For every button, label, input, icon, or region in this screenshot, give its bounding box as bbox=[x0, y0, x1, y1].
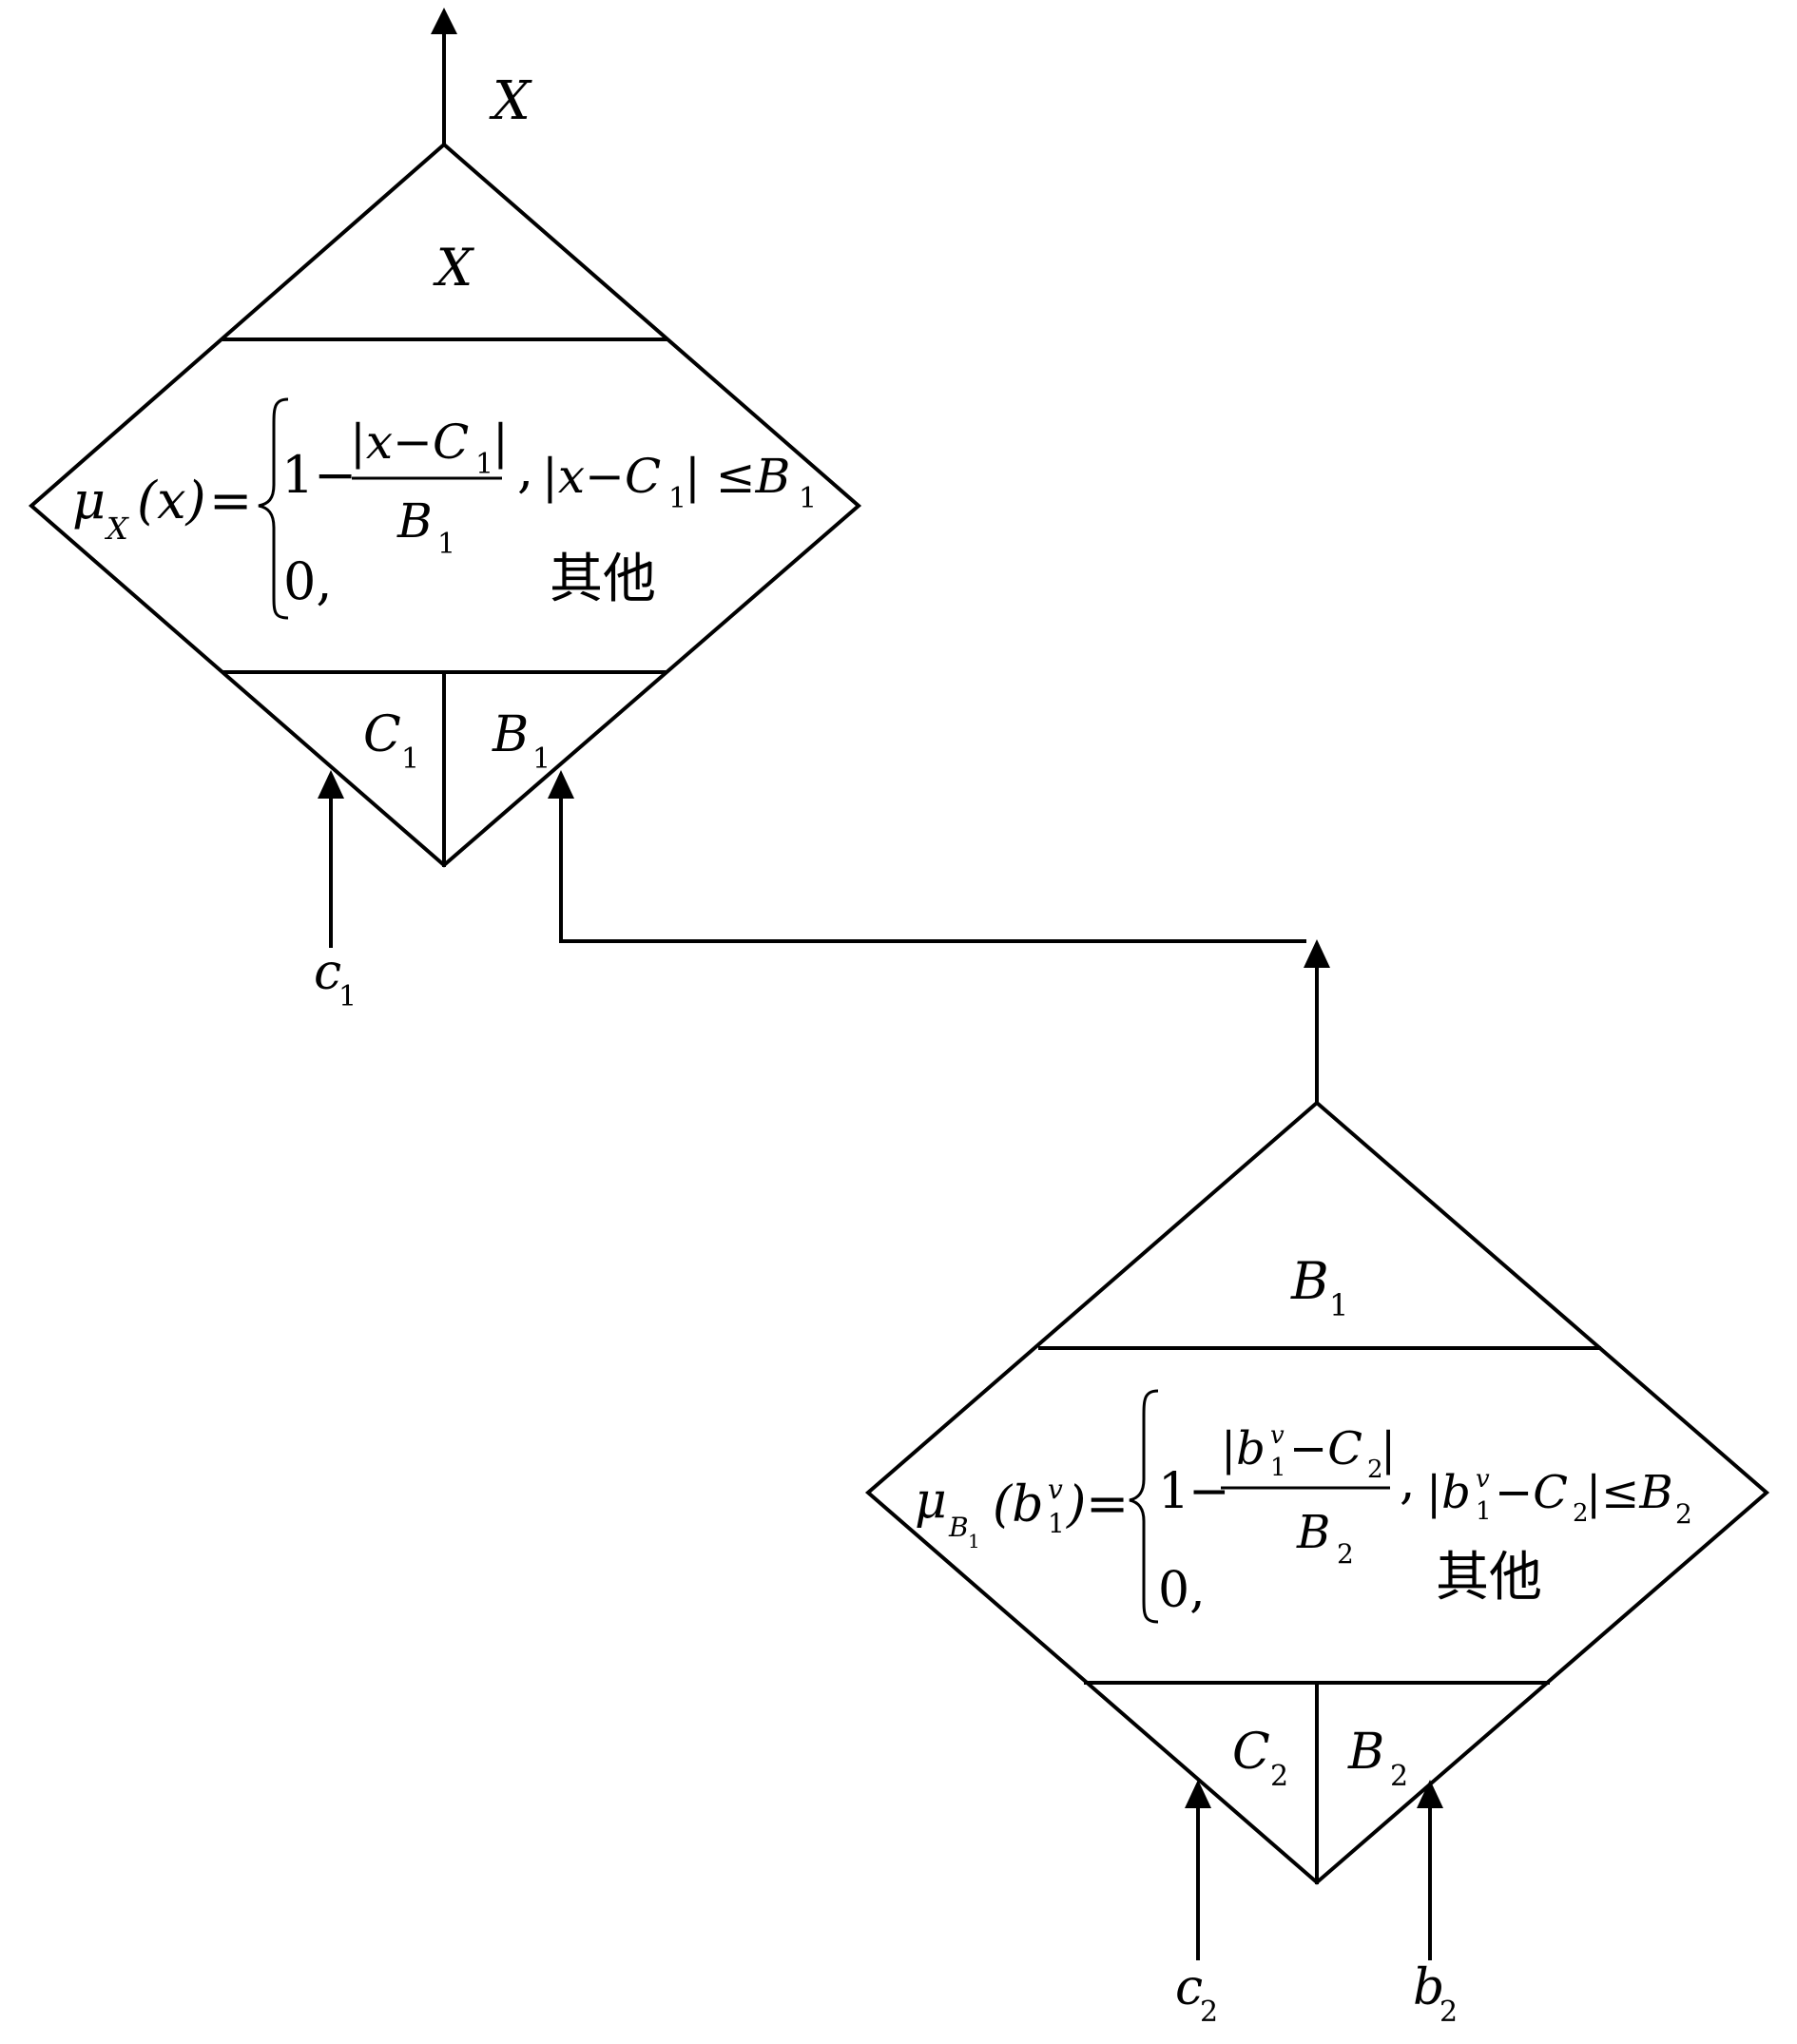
node-1: X μ X (x) = 1 − |x−C 1 | B 1 , |x−C 1 | … bbox=[28, 142, 862, 868]
formula-equals: = bbox=[1086, 1474, 1129, 1533]
node-1-brace bbox=[258, 397, 289, 620]
input-c2-sub: 2 bbox=[1200, 1996, 1218, 2029]
node-2-param-left: C bbox=[1232, 1724, 1270, 1781]
input-b2-label: b bbox=[1413, 1959, 1444, 2016]
node-2-param-right-sub: 2 bbox=[1390, 1760, 1408, 1793]
input-b2-sub: 2 bbox=[1440, 1996, 1458, 2029]
case2-condition: 其他 bbox=[1436, 1547, 1542, 1609]
case1-condition-sup: v bbox=[1476, 1465, 1490, 1494]
case1-comma: , bbox=[517, 439, 533, 499]
node-2-param-right: B bbox=[1347, 1724, 1384, 1781]
node-2-param-left-sub: 2 bbox=[1270, 1760, 1288, 1793]
case1-denominator: B bbox=[1296, 1506, 1330, 1559]
formula-mu-sub: B bbox=[948, 1512, 969, 1543]
output-arrow bbox=[431, 8, 457, 146]
case1-condition-a: |b bbox=[1426, 1466, 1471, 1519]
formula-mu: μ bbox=[915, 1473, 947, 1530]
case1-condition-sub3: 2 bbox=[1675, 1498, 1692, 1530]
case2-condition: 其他 bbox=[550, 549, 656, 610]
case1-one: 1 bbox=[1158, 1463, 1189, 1520]
node-1-param-left: C bbox=[363, 706, 401, 763]
node-1-param-right-sub: 1 bbox=[532, 742, 551, 776]
case1-comma: , bbox=[1400, 1454, 1416, 1511]
case1-numerator-sub2: 2 bbox=[1367, 1456, 1383, 1484]
case1-numerator-end: | bbox=[1381, 1422, 1396, 1475]
case2-value: 0, bbox=[283, 551, 333, 611]
node-2-title: B bbox=[1290, 1251, 1329, 1311]
case1-minus: − bbox=[1188, 1463, 1230, 1520]
case1-denominator: B bbox=[396, 493, 433, 549]
formula-arg-open: (b bbox=[993, 1476, 1044, 1533]
case1-condition-sub: 1 bbox=[668, 482, 686, 515]
case1-minus: − bbox=[314, 445, 357, 505]
node-2-formula: μ B 1 (b v 1 ) = 1 − |b v 1 −C 2 | B 2 ,… bbox=[915, 1389, 1692, 1624]
input-c2-label: c bbox=[1175, 1959, 1203, 2016]
case1-condition-sub2: 2 bbox=[1573, 1499, 1589, 1528]
case2-value: 0, bbox=[1158, 1562, 1206, 1619]
output-label: X bbox=[489, 70, 532, 132]
case1-condition-end: |≤B bbox=[1586, 1466, 1673, 1519]
case1-numerator-end: | bbox=[493, 415, 509, 470]
formula-arg-sup: v bbox=[1048, 1474, 1063, 1505]
node-2-brace bbox=[1129, 1389, 1159, 1624]
node-2: B 1 μ B 1 (b v 1 ) = 1 − |b v 1 −C 2 | B… bbox=[864, 1100, 1770, 1885]
case1-numerator-sub: 1 bbox=[475, 448, 493, 481]
case1-numerator-sup: v bbox=[1270, 1421, 1285, 1450]
case1-numerator-a: |b bbox=[1221, 1422, 1266, 1475]
formula-equals: = bbox=[209, 471, 252, 530]
input-c2-arrow bbox=[1185, 1780, 1211, 1960]
case1-one: 1 bbox=[281, 445, 314, 505]
input-c1-arrow bbox=[318, 770, 344, 948]
input-c1-label: c bbox=[314, 944, 341, 1001]
case1-condition-sub2: 1 bbox=[799, 482, 817, 515]
node-1-param-right: B bbox=[492, 706, 529, 763]
case1-condition-sub: 1 bbox=[1476, 1497, 1492, 1526]
formula-mu-sub: X bbox=[104, 511, 129, 547]
node-2-title-sub: 1 bbox=[1329, 1287, 1348, 1323]
case1-condition-end: | ≤B bbox=[685, 449, 790, 504]
formula-arg-sub: 1 bbox=[1048, 1508, 1065, 1539]
node-1-formula: μ X (x) = 1 − |x−C 1 | B 1 , |x−C 1 | ≤B… bbox=[72, 397, 817, 620]
case1-condition-b: −C bbox=[1495, 1466, 1568, 1519]
case1-numerator-b: −C bbox=[1289, 1422, 1362, 1475]
case1-numerator-sub: 1 bbox=[1270, 1454, 1286, 1482]
node-1-title: X bbox=[433, 238, 475, 298]
case1-denominator-sub: 2 bbox=[1337, 1538, 1354, 1570]
input-c1-sub: 1 bbox=[338, 980, 357, 1013]
case1-condition: |x−C bbox=[542, 449, 661, 504]
case1-denominator-sub: 1 bbox=[437, 528, 455, 561]
case1-numerator: |x−C bbox=[350, 415, 469, 470]
formula-mu: μ bbox=[72, 471, 106, 530]
connector-node2-to-node1 bbox=[548, 770, 1330, 1105]
formula-mu-sub-sub: 1 bbox=[968, 1530, 980, 1552]
node-1-param-left-sub: 1 bbox=[401, 742, 419, 776]
input-b2-arrow bbox=[1417, 1780, 1443, 1960]
formula-arg: (x) bbox=[137, 471, 206, 530]
formula-arg-close: ) bbox=[1066, 1476, 1086, 1533]
